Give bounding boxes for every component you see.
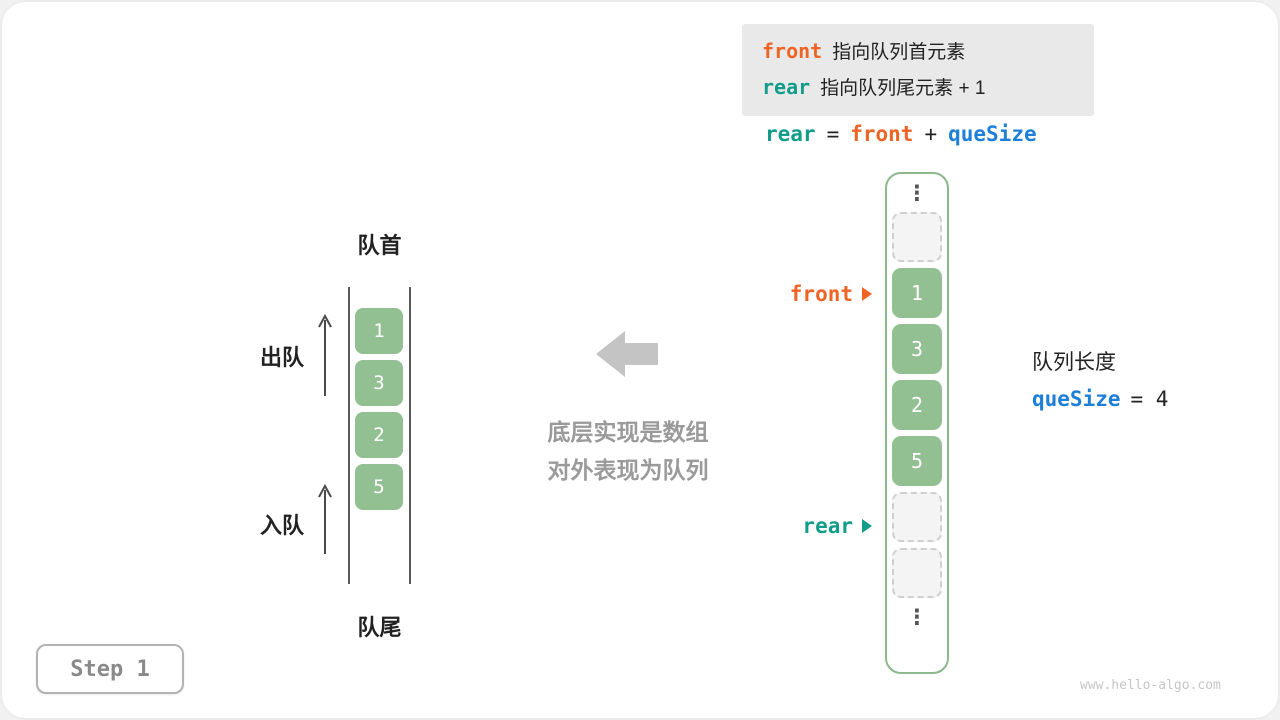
rear-pointer-label: rear: [802, 514, 853, 538]
step-badge: Step 1: [36, 644, 184, 694]
formula-rear: rear: [765, 122, 816, 146]
rear-description: 指向队列尾元素 + 1: [820, 78, 986, 99]
queue-length-label: 队列长度: [1032, 351, 1116, 374]
array-cell-empty: [892, 548, 942, 598]
quesize-keyword: queSize: [1032, 387, 1121, 411]
dequeue-label: 出队: [260, 345, 305, 370]
formula-quesize: queSize: [948, 122, 1037, 146]
queue-cell: 2: [355, 412, 403, 458]
quesize-row: queSize = 4: [1032, 381, 1168, 417]
watermark: www.hello-algo.com: [1080, 678, 1221, 693]
caption-line-1: 底层实现是数组: [547, 419, 709, 445]
formula-equals: =: [826, 122, 840, 146]
top-ellipsis: ⋮: [906, 181, 928, 205]
front-pointer-arrow-icon: [862, 287, 872, 301]
queue-left-wall: [348, 287, 350, 584]
rear-pointer-arrow-icon: [862, 519, 872, 533]
front-keyword: front: [762, 39, 823, 63]
front-pointer: front: [790, 282, 872, 306]
formula-front: front: [850, 122, 914, 146]
legend-line-rear: rear 指向队列尾元素 + 1: [762, 70, 1074, 106]
queue-length-info: 队列长度 queSize = 4: [1032, 345, 1168, 417]
queue-cell: 3: [355, 360, 403, 406]
front-pointer-label: front: [789, 282, 853, 306]
dequeue-arrow-icon: [317, 313, 333, 401]
pointer-legend-box: front 指向队列首元素 rear 指向队列尾元素 + 1: [742, 24, 1094, 116]
array-cell-filled: 3: [892, 324, 942, 374]
array-cell-empty: [892, 212, 942, 262]
implementation-caption: 底层实现是数组 对外表现为队列: [497, 413, 759, 489]
enqueue-arrow-icon: [317, 483, 333, 559]
arrow-head: [596, 331, 625, 377]
enqueue-label: 入队: [260, 513, 305, 538]
arrow-shaft: [625, 343, 658, 365]
queue-cell: 1: [355, 308, 403, 354]
quesize-value: = 4: [1130, 387, 1169, 411]
legend-line-front: front 指向队列首元素: [762, 34, 1074, 70]
caption-line-2: 对外表现为队列: [547, 457, 709, 483]
rear-pointer: rear: [802, 514, 872, 538]
array-cell-filled: 5: [892, 436, 942, 486]
queue-head-label: 队首: [357, 233, 402, 258]
queue-right-wall: [409, 287, 411, 584]
formula-plus: +: [924, 122, 938, 146]
queue-cell: 5: [355, 464, 403, 510]
left-block-arrow-icon: [596, 331, 660, 377]
rear-formula: rear = front + queSize: [765, 122, 1037, 146]
array-cell-filled: 1: [892, 268, 942, 318]
array-container: ⋮ 1 3 2 5 ⋮: [885, 172, 949, 674]
front-description: 指向队列首元素: [832, 42, 966, 63]
array-cell-empty: [892, 492, 942, 542]
array-cell-filled: 2: [892, 380, 942, 430]
rear-keyword: rear: [762, 75, 811, 99]
queue-tail-label: 队尾: [357, 615, 402, 640]
bottom-ellipsis: ⋮: [906, 605, 928, 629]
